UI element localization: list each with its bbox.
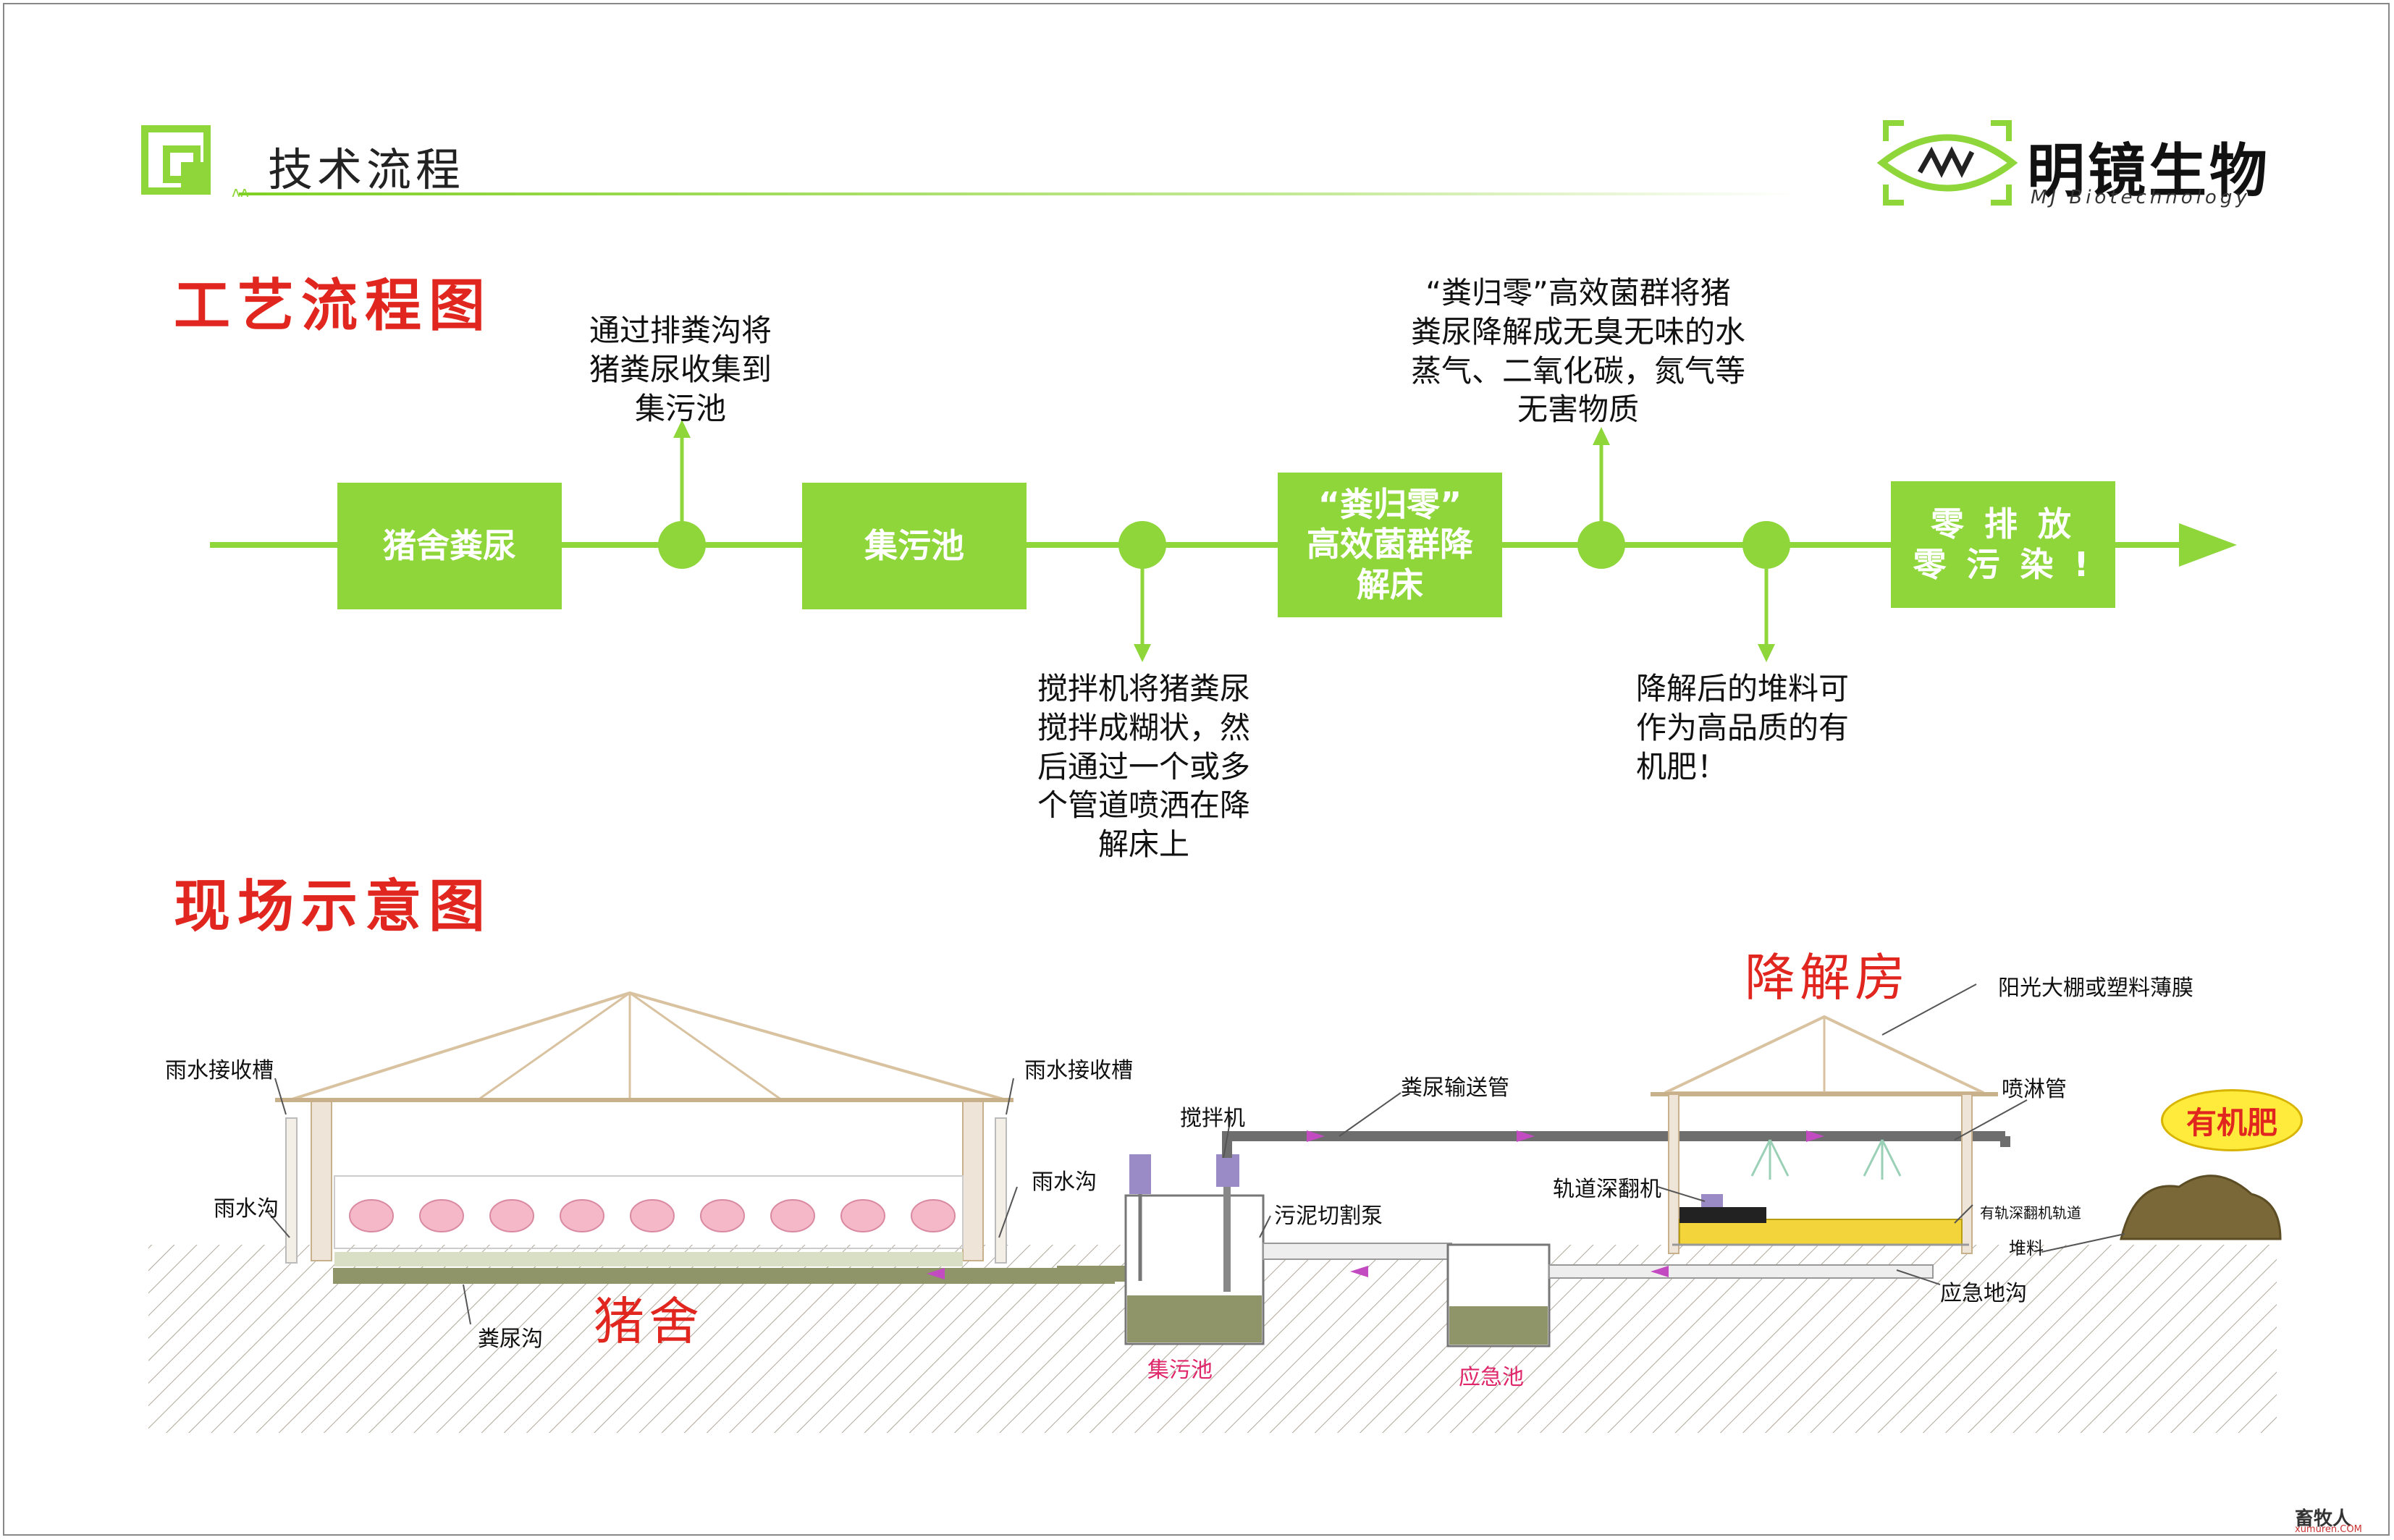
label-collect-pool: 集污池	[1147, 1358, 1213, 1383]
label-rain-trough-right: 雨水接收槽	[1024, 1058, 1133, 1083]
page-frame	[3, 3, 2390, 1536]
header-title: 技术流程	[268, 143, 465, 196]
node-bacteria	[1577, 521, 1625, 569]
svg-text:ᴧᴧ: ᴧᴧ	[232, 183, 249, 200]
node-collect	[658, 521, 706, 569]
note-fertilizer: 降解后的堆料可 作为高品质的有 机肥！	[1636, 671, 1850, 784]
label-greenhouse: 阳光大棚或塑料薄膜	[1998, 976, 2193, 1001]
node-fertilizer	[1742, 521, 1790, 569]
flow-arrow-head	[2179, 523, 2237, 567]
label-pump: 污泥切割泵	[1274, 1203, 1383, 1229]
compost-pile	[2120, 1175, 2282, 1240]
site-section-title: 现场示意图	[174, 874, 493, 939]
flow-box-collect-pool: 集污池	[802, 483, 1027, 609]
label-emergency-ditch: 应急地沟	[1940, 1281, 2027, 1306]
collect-pool	[1124, 1154, 1265, 1345]
label-rain-ditch-right: 雨水沟	[1032, 1169, 1097, 1195]
label-emergency-pool: 应急池	[1459, 1365, 1524, 1390]
label-pig-house: 猪舍	[594, 1292, 704, 1351]
label-turner: 轨道深翻机	[1553, 1177, 1661, 1202]
watermark: 畜牧人	[2295, 1508, 2352, 1530]
brand-name-en: MJ Biotechnology	[2031, 187, 2251, 208]
flow-box-zero-emission: 零 排 放 零 污 染 !	[1891, 481, 2115, 608]
emergency-pool	[1446, 1243, 1551, 1348]
degrade-room	[1651, 1015, 1998, 1254]
header-logo-icon: ᴧᴧ	[141, 125, 249, 200]
label-track: 有轨深翻机轨道	[1980, 1204, 2081, 1222]
node-stir	[1118, 521, 1166, 569]
label-manure-ditch: 粪尿沟	[478, 1327, 543, 1352]
watermark-en: xumuren.COM	[2295, 1524, 2362, 1535]
label-degrade-room: 降解房	[1745, 948, 1910, 1007]
flow-box-pig-manure: 猪舍粪尿	[337, 483, 562, 609]
pig-pens	[334, 1175, 964, 1266]
label-rain-ditch-left: 雨水沟	[214, 1196, 279, 1222]
note-bacteria: “粪归零”高效菌群将猪 粪尿降解成无臭无味的水 蒸气、二氧化碳，氮气等 无害物质	[1410, 275, 1745, 428]
flow-section-title: 工艺流程图	[174, 274, 493, 339]
brand-eye-icon	[1876, 120, 2018, 206]
label-spray-pipe: 喷淋管	[2002, 1077, 2067, 1102]
label-mixer: 搅拌机	[1180, 1106, 1245, 1131]
pig-house	[275, 991, 1129, 1284]
label-pipe: 粪尿输送管	[1401, 1075, 1509, 1101]
brand-name: 明镜生物	[2027, 138, 2270, 205]
note-collect: 通过排粪沟将 猪粪尿收集到 集污池	[589, 313, 772, 426]
label-compost: 堆料	[2009, 1238, 2044, 1258]
label-rain-trough-left: 雨水接收槽	[165, 1058, 274, 1083]
header-divider	[239, 192, 1795, 195]
label-organic-fertilizer: 有机肥	[2161, 1089, 2303, 1151]
note-stir: 搅拌机将猪粪尿 搅拌成糊状，然 后通过一个或多 个管道喷洒在降 解床上	[1037, 671, 1250, 862]
flow-box-degrade-bed: “粪归零” 高效菌群降 解床	[1278, 473, 1502, 617]
